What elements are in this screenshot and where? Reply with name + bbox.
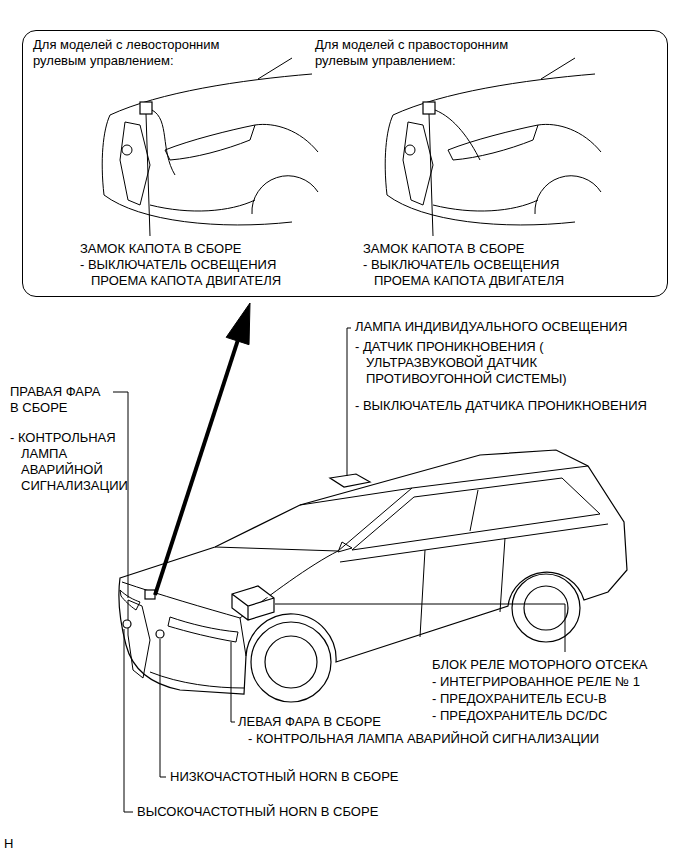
wheel <box>251 622 331 702</box>
leader-line <box>146 114 150 236</box>
roof-rail <box>412 466 588 488</box>
inset-car-lhd <box>102 58 318 225</box>
relay-block-symbol <box>232 586 274 620</box>
part-name: НИЗКОЧАСТОТНЫЙ HORN В СБОРЕ <box>170 769 500 785</box>
part-detail: - ВЫКЛЮЧАТЕЛЬ ОСВЕЩЕНИЯ ПРОЕМА КАПОТА ДВ… <box>80 257 320 289</box>
leader-line <box>347 328 351 476</box>
part-name: ВЫСОКОЧАСТОТНЫЙ HORN В СБОРЕ <box>137 804 477 820</box>
part-detail: - ДАТЧИК ПРОНИКНОВЕНИЯ ( УЛЬТРАЗВУКОВОЙ … <box>355 339 583 387</box>
windshield-base <box>215 547 338 551</box>
wheel-rim <box>524 586 568 630</box>
wheel-rim <box>265 636 317 688</box>
mirror <box>338 542 352 552</box>
part-detail: - ВЫКЛЮЧАТЕЛЬ ДАТЧИКА ПРОНИКНОВЕНИЯ <box>355 398 680 414</box>
wheel <box>512 574 580 642</box>
part-name: БЛОК РЕЛЕ МОТОРНОГО ОТСЕКА <box>432 657 682 673</box>
variant-heading: Для моделей с правосторонним рулевым упр… <box>315 37 535 69</box>
variant-heading: Для моделей с левосторонним рулевым упра… <box>33 37 248 69</box>
figure-code: H <box>4 836 44 852</box>
part-detail: - ВЫКЛЮЧАТЕЛЬ ОСВЕЩЕНИЯ ПРОЕМА КАПОТА ДВ… <box>363 257 603 289</box>
belt-line <box>340 524 608 562</box>
leader-line <box>275 604 565 652</box>
b-pillar <box>470 490 478 531</box>
part-detail: - ПРЕДОХРАНИТЕЛЬ DC/DC <box>432 708 682 724</box>
windshield-top <box>300 488 412 505</box>
part-name: ЗАМОК КАПОТА В СБОРЕ <box>80 241 320 257</box>
side-window <box>352 478 600 550</box>
leader-line <box>429 114 433 236</box>
inset-car-rhd <box>385 58 601 225</box>
bumper-line <box>150 672 244 688</box>
part-detail: - ПРЕДОХРАНИТЕЛЬ ECU-B <box>432 691 682 707</box>
cable <box>435 110 480 160</box>
hood-front-edge <box>122 582 240 618</box>
hood-lock-symbol <box>140 102 152 114</box>
pointer-arrow <box>155 341 238 595</box>
part-detail: - КОНТРОЛЬНАЯ ЛАМПА АВАРИЙНОЙ СИГНАЛИЗАЦ… <box>248 731 668 747</box>
part-detail: - ИНТЕГРИРОВАННОЕ РЕЛЕ № 1 <box>432 674 682 690</box>
leader-line <box>160 639 166 777</box>
leader-line <box>113 392 128 598</box>
body-line <box>240 618 246 656</box>
arrow-head <box>226 303 250 345</box>
lamp-symbol <box>330 474 370 487</box>
cable <box>152 110 175 175</box>
part-detail: - КОНТРОЛЬНАЯ ЛАМПА АВАРИЙНОЙ СИГНАЛИЗАЦ… <box>10 430 122 494</box>
horn-symbol <box>123 620 131 628</box>
headlamp <box>120 590 140 610</box>
leader-line <box>231 642 235 722</box>
leader-line <box>124 629 133 812</box>
part-name: ЛЕВАЯ ФАРА В СБОРЕ <box>238 714 538 730</box>
door-line <box>420 538 505 637</box>
horn-symbol <box>156 630 164 638</box>
grille <box>128 600 150 678</box>
part-name: ПРАВАЯ ФАРА В СБОРЕ <box>10 384 110 416</box>
headlamp <box>168 617 238 642</box>
hood-lock-symbol <box>423 102 435 114</box>
part-name: ЗАМОК КАПОТА В СБОРЕ <box>363 241 603 257</box>
inset-panel: Для моделей с левосторонним рулевым упра… <box>22 30 668 297</box>
part-name: ЛАМПА ИНДИВИДУАЛЬНОГО ОСВЕЩЕНИЯ <box>355 319 675 335</box>
